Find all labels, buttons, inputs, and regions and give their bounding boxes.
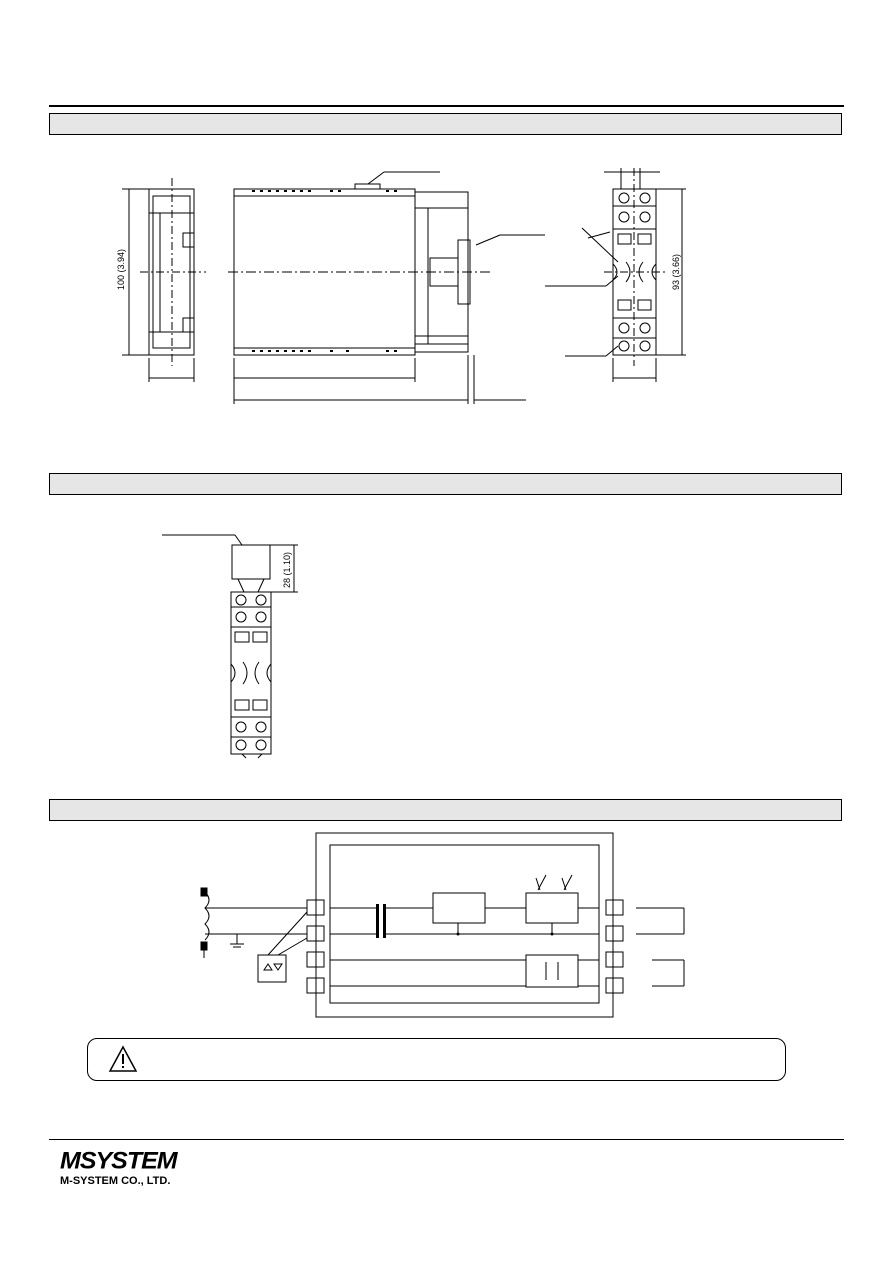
connector-drawing: 28 (1.10) bbox=[162, 534, 298, 759]
section-bar-connector bbox=[49, 473, 842, 495]
section-bar-dimensions bbox=[49, 113, 842, 135]
warning-triangle-icon bbox=[108, 1045, 138, 1072]
dim-connector-height: 28 (1.10) bbox=[282, 552, 292, 588]
logo-wordmark: MSYSTEM bbox=[60, 1147, 178, 1175]
bottom-rule bbox=[49, 1139, 844, 1140]
dim-height-front: 100 (3.94) bbox=[116, 249, 126, 290]
top-rule bbox=[49, 105, 844, 107]
company-name: M-SYSTEM CO., LTD. bbox=[60, 1175, 171, 1187]
section-bar-schematic bbox=[49, 799, 842, 821]
dimension-drawing: 100 (3.94) 93 (3.66) bbox=[116, 168, 686, 404]
schematic-diagram bbox=[200, 832, 685, 1018]
company-logo: MSYSTEM M-SYSTEM CO., LTD. bbox=[60, 1147, 178, 1188]
caution-box bbox=[87, 1038, 786, 1081]
dim-height-side: 93 (3.66) bbox=[671, 254, 681, 290]
